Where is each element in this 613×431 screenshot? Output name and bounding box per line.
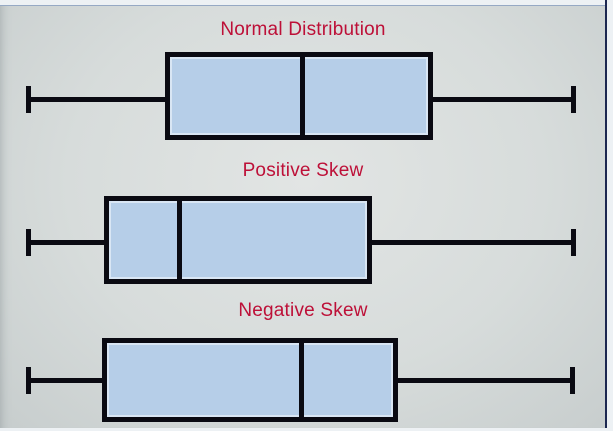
iqr-box — [165, 52, 433, 140]
slide-top-border — [0, 0, 613, 6]
iqr-box — [102, 338, 398, 422]
whisker-cap-right — [570, 367, 575, 394]
whisker-cap-left — [26, 367, 31, 394]
whisker-cap-left — [26, 229, 31, 256]
plot-title: Positive Skew — [242, 160, 364, 181]
whisker-cap-left — [26, 86, 31, 113]
median-line — [299, 338, 304, 422]
slide-bottom-border — [0, 428, 613, 431]
median-line — [300, 52, 305, 140]
median-line — [177, 196, 182, 284]
plot-title: Negative Skew — [238, 300, 368, 321]
whisker-cap-right — [571, 86, 576, 113]
whisker-cap-right — [571, 229, 576, 256]
iqr-box — [104, 196, 372, 284]
slide-right-border — [605, 0, 613, 431]
plot-title: Normal Distribution — [220, 19, 386, 40]
